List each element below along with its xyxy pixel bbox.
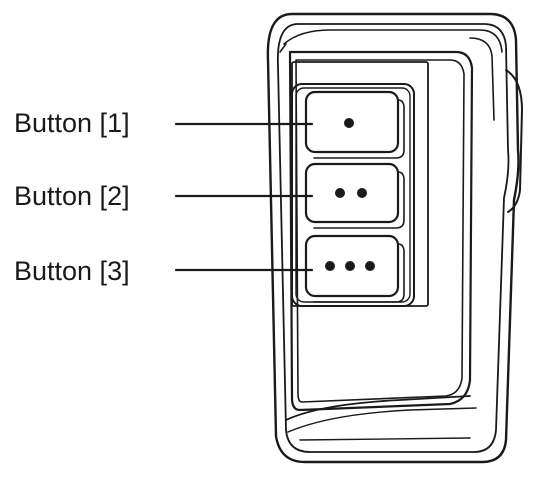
button-1-dot-icon	[344, 118, 354, 128]
button-3-dot-icon	[345, 261, 355, 271]
button-3-key	[304, 234, 400, 298]
callout-label-button-2: Button [2]	[14, 181, 130, 211]
button-3-dot-icon	[325, 261, 335, 271]
button-window	[291, 61, 429, 307]
face-plate-outer	[288, 50, 474, 412]
callout-label-button-1: Button [1]	[14, 108, 130, 138]
bottom-edge-line-2	[287, 407, 477, 433]
button-1	[304, 90, 405, 159]
button-1-key	[304, 90, 400, 154]
button-2-key	[304, 162, 400, 224]
callout-label-button-3: Button [3]	[14, 256, 130, 286]
button-3-shadow	[313, 243, 405, 303]
shell-top-edge	[283, 29, 503, 53]
button-2	[304, 162, 405, 229]
button-2-shadow	[313, 171, 405, 229]
remote-inner-shell	[276, 23, 510, 453]
remote-outer-shell	[266, 12, 520, 464]
shell-top-groove	[279, 37, 495, 121]
bottom-edge-line-3	[299, 437, 471, 441]
bottom-edge-line-1	[285, 395, 471, 421]
side-grip	[505, 69, 523, 213]
button-2-dot-icon	[335, 188, 345, 198]
face-plate-inner	[295, 59, 465, 403]
button-3-dot-icon	[365, 261, 375, 271]
button-2-dot-icon	[357, 188, 367, 198]
button-3	[304, 234, 405, 303]
button-1-shadow	[313, 99, 405, 159]
